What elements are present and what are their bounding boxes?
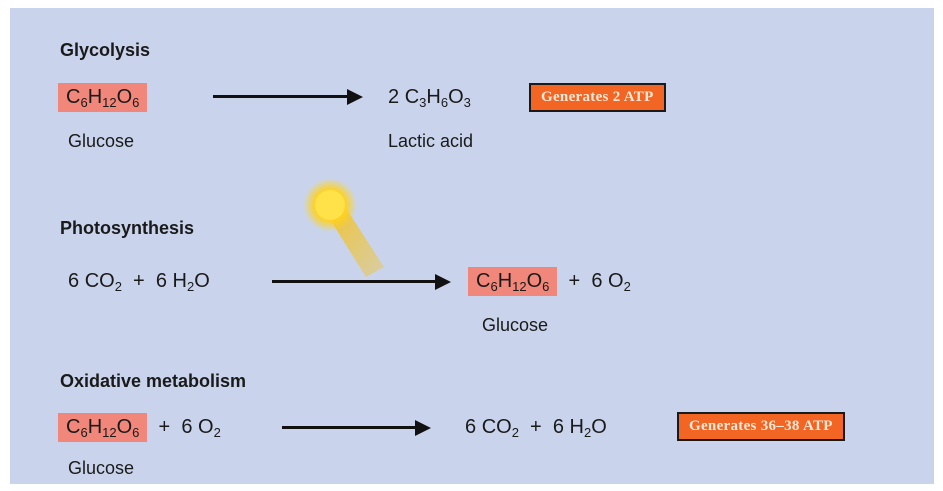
glycolysis-product-label: Lactic acid (388, 131, 474, 151)
glycolysis-reactant-label: Glucose (68, 131, 135, 151)
glucose-highlight: C6H12O6 (58, 413, 148, 442)
photosynthesis-product-formula: C6H12O6 + 6 O2 (468, 267, 631, 296)
oxidative-reactant-label: Glucose (68, 458, 135, 478)
glycolysis-reactant-formula: C6H12O6 (58, 83, 148, 112)
photosynthesis-arrow (272, 273, 451, 290)
glucose-highlight: C6H12O6 (58, 83, 148, 112)
photosynthesis-product-label: Glucose (482, 315, 549, 335)
oxidative-product-formula: 6 CO2 + 6 H2O (465, 416, 607, 440)
glycolysis-product-formula: 2 C3H6O3 (388, 86, 471, 110)
oxidative-title: Oxidative metabolism (60, 371, 247, 391)
oxidative-reactant-formula: C6H12O6 + 6 O2 (58, 413, 221, 442)
sun-icon (292, 175, 392, 283)
oxidative-arrow (282, 419, 431, 436)
glycolysis-atp-badge: Generates 2 ATP (529, 83, 666, 112)
oxidative-atp-badge: Generates 36–38 ATP (677, 412, 845, 441)
photosynthesis-title: Photosynthesis (60, 218, 195, 238)
equations-panel: Glycolysis C6H12O6 Glucose 2 C3H6O3 Lact… (10, 8, 934, 484)
glycolysis-title: Glycolysis (60, 40, 151, 60)
glucose-highlight: C6H12O6 (468, 267, 558, 296)
glycolysis-arrow (213, 88, 363, 105)
photosynthesis-reactant-formula: 6 CO2 + 6 H2O (68, 270, 210, 294)
